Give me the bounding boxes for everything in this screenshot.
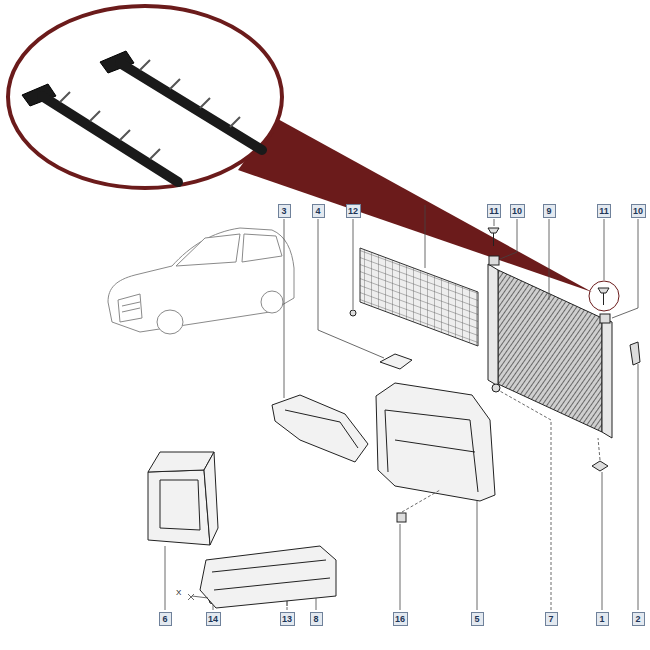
part-label: X bbox=[176, 588, 181, 597]
callout-number: 14 bbox=[208, 614, 218, 625]
callout-box: 9 bbox=[543, 204, 556, 218]
callout-box: 11 bbox=[597, 204, 611, 218]
callout-box: 5 bbox=[471, 612, 484, 626]
callout-number: 2 bbox=[635, 614, 640, 625]
car-sketch bbox=[108, 228, 294, 334]
callout-number: 9 bbox=[546, 206, 551, 217]
clip-detail bbox=[22, 51, 262, 182]
condenser bbox=[360, 248, 478, 346]
callout-number: 3 bbox=[281, 206, 286, 217]
callout-number: 5 bbox=[474, 614, 479, 625]
radiator bbox=[488, 264, 612, 438]
callout-box: 4 bbox=[312, 204, 325, 218]
callout-box: 14 bbox=[206, 612, 221, 626]
callout-box: 8 bbox=[310, 612, 323, 626]
callout-box: 2 bbox=[632, 612, 645, 626]
fasteners bbox=[209, 228, 640, 606]
callout-number: 12 bbox=[348, 206, 358, 217]
callout-box: 11 bbox=[487, 204, 501, 218]
callout-number: 13 bbox=[282, 614, 292, 625]
callout-number: 10 bbox=[633, 206, 643, 217]
callout-number: 16 bbox=[395, 614, 405, 625]
callout-box: 16 bbox=[393, 612, 408, 626]
leader-lines bbox=[165, 205, 638, 610]
callout-number: 11 bbox=[599, 206, 609, 217]
callout-number: 4 bbox=[315, 206, 320, 217]
air-deflectors bbox=[148, 354, 495, 608]
callout-number: 6 bbox=[162, 614, 167, 625]
callout-box: 10 bbox=[631, 204, 646, 218]
callout-box: 1 bbox=[596, 612, 609, 626]
callout-number: 10 bbox=[512, 206, 522, 217]
callout-number: 7 bbox=[548, 614, 553, 625]
detail-inset bbox=[8, 6, 282, 188]
callout-box: 7 bbox=[545, 612, 558, 626]
callout-number: 1 bbox=[599, 614, 604, 625]
callout-number: 8 bbox=[313, 614, 318, 625]
callout-number: 11 bbox=[489, 206, 499, 217]
callout-box: 10 bbox=[510, 204, 525, 218]
callout-box: 3 bbox=[278, 204, 291, 218]
callout-box: 6 bbox=[159, 612, 172, 626]
callout-box: 13 bbox=[280, 612, 295, 626]
callout-box: 12 bbox=[346, 204, 361, 218]
